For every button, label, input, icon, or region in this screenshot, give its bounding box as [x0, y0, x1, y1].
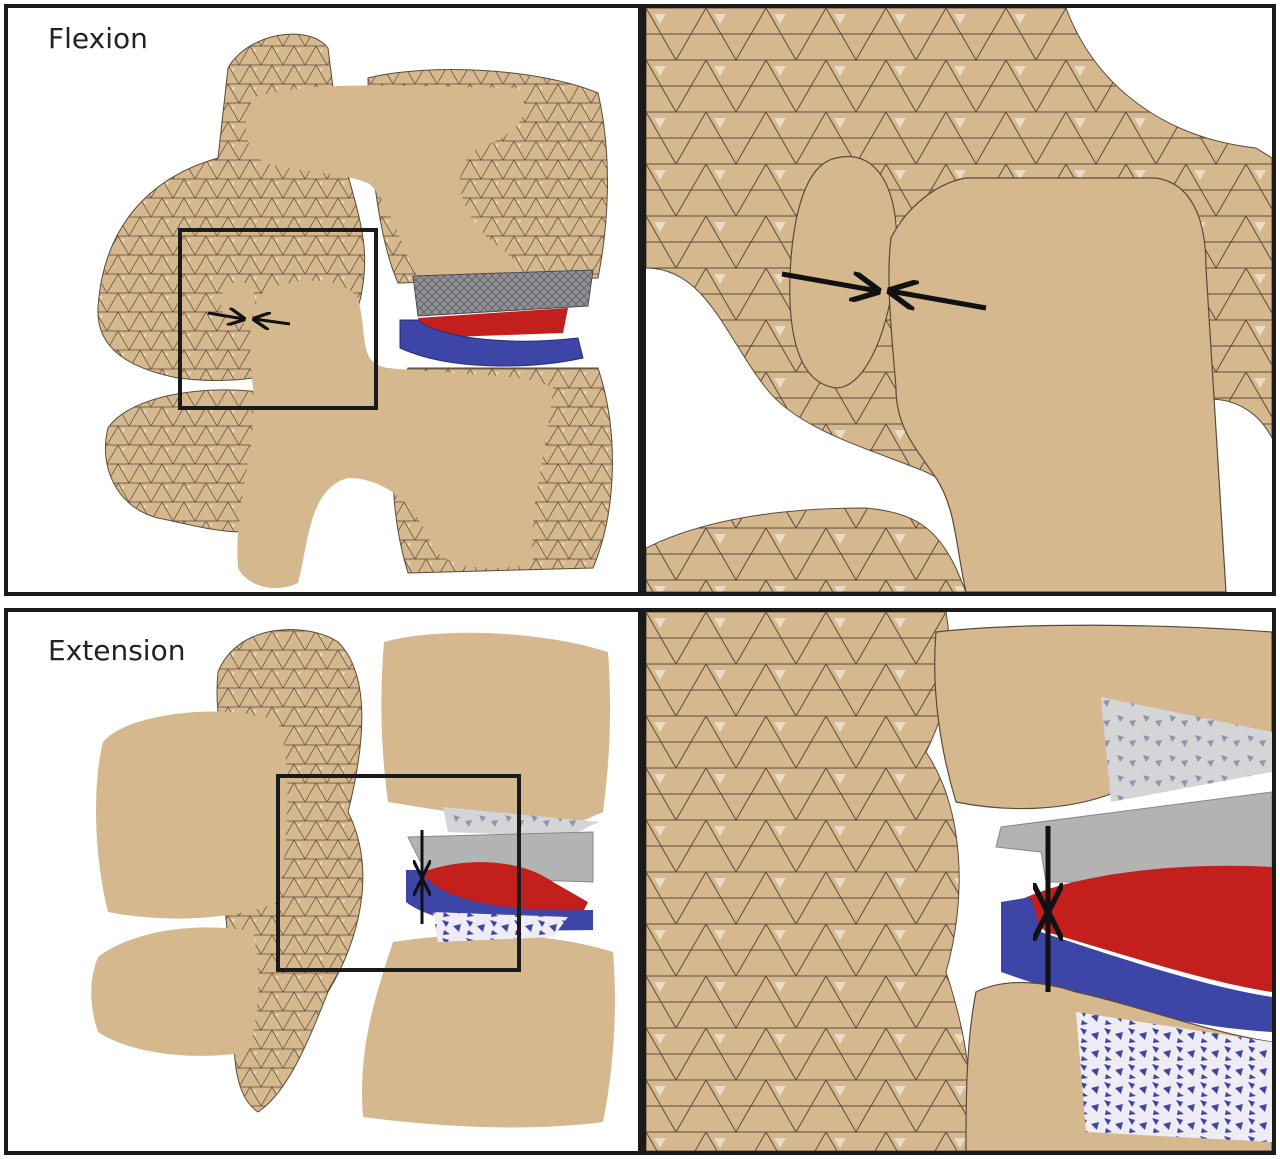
zoom-mesh-lower — [646, 507, 967, 592]
zoom-region-box — [276, 774, 521, 972]
flexion-zoom-illustration — [646, 8, 1272, 592]
zoom-red-core — [1016, 865, 1272, 992]
upper-cut-section — [246, 85, 525, 283]
zoom-lower-speckle — [1076, 1012, 1272, 1142]
contact-arrow-left — [207, 313, 244, 319]
extension-overview-illustration — [91, 629, 615, 1128]
upper-vertebral-body — [381, 632, 611, 827]
zoom-mesh-column — [646, 612, 971, 1151]
implant-base — [399, 319, 584, 367]
zoom-region-box — [178, 228, 378, 410]
flexion-overview-illustration — [97, 33, 613, 588]
zoom-articular-surface — [888, 177, 1227, 592]
lower-endplate-speckle — [433, 912, 568, 942]
zoom-contact-arrow-right — [890, 291, 987, 308]
lower-vertebral-body — [362, 934, 615, 1128]
contact-arrow-right — [254, 319, 291, 324]
panel-extension-zoom — [642, 608, 1276, 1155]
upper-posterior-block — [96, 711, 288, 919]
zoom-contact-arrow-left — [781, 274, 878, 291]
implant-metal-endplate — [412, 269, 594, 317]
zoom-upper-speckle — [1101, 697, 1272, 802]
panel-flexion-overview: Flexion — [4, 4, 642, 596]
panel-label-extension: Extension — [48, 634, 186, 667]
panel-label-flexion: Flexion — [48, 22, 148, 55]
extension-zoom-illustration — [646, 612, 1272, 1151]
zoom-blue-base — [1001, 897, 1272, 1032]
zoom-facet-oval — [789, 155, 898, 389]
lower-cut-section — [237, 280, 554, 588]
lower-posterior-block — [91, 927, 259, 1056]
panel-extension-overview: Extension — [4, 608, 642, 1155]
panel-flexion-zoom — [642, 4, 1276, 596]
implant-core — [418, 308, 568, 338]
